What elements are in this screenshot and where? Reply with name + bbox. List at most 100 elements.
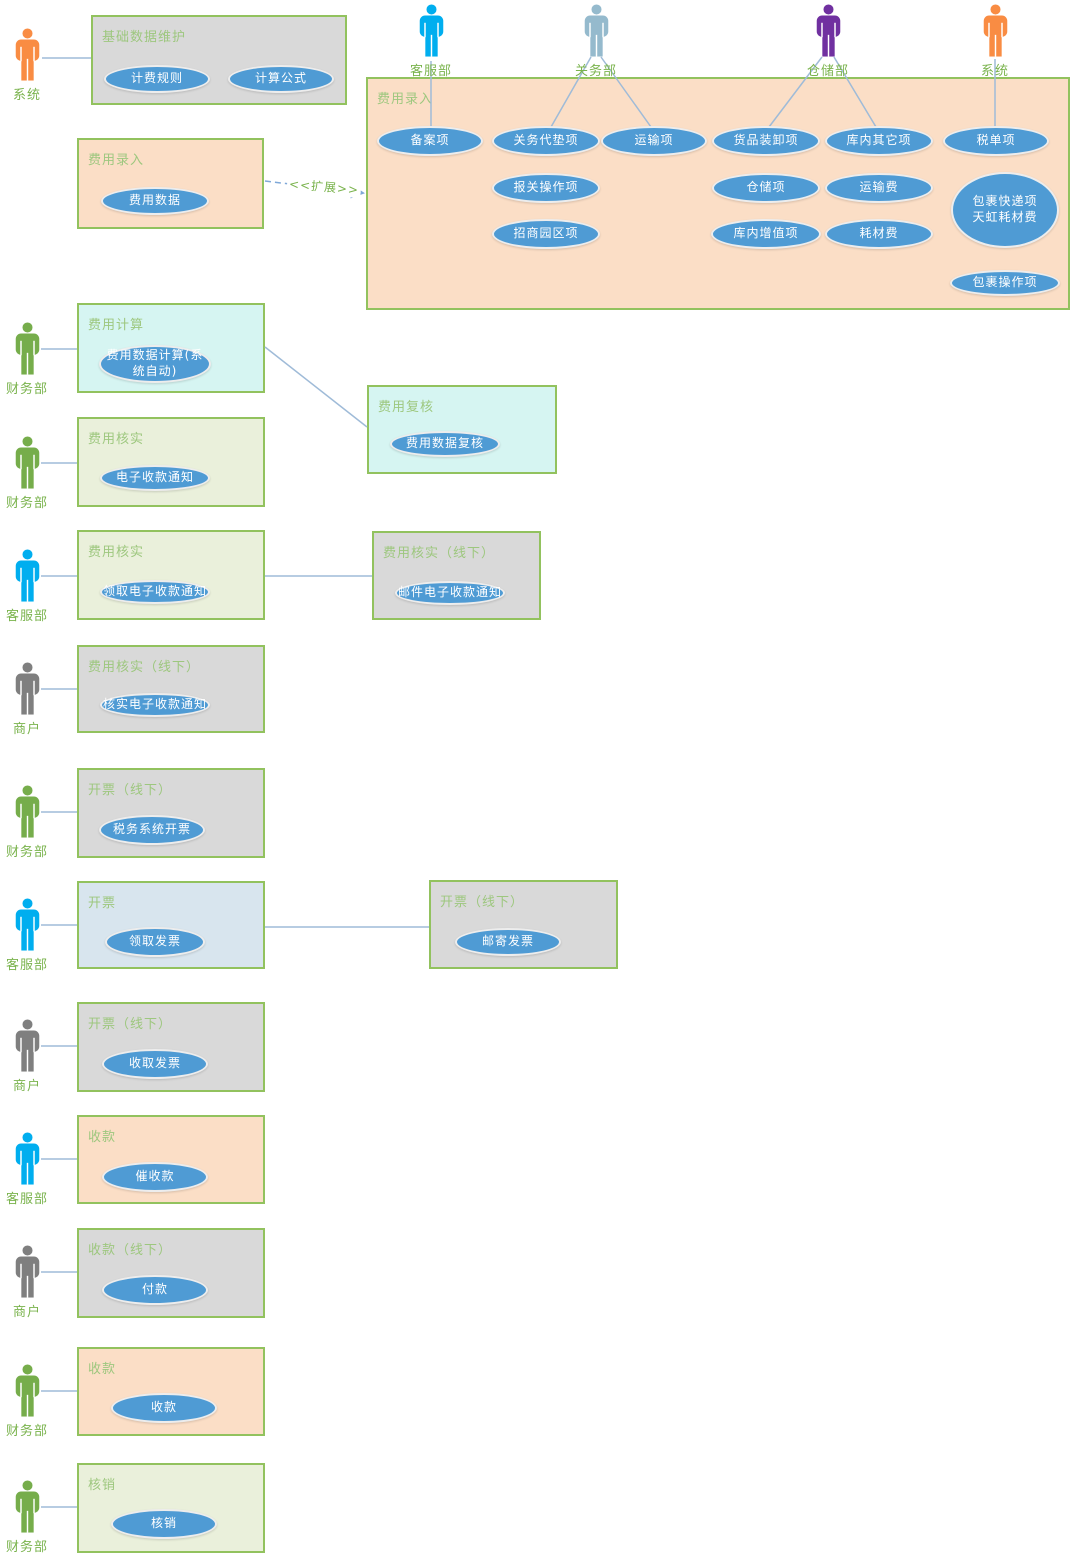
usecase[interactable]: 包裹快递项天虹耗材费 — [951, 172, 1059, 248]
actor[interactable]: 客服部 — [0, 549, 55, 624]
package-collection-2[interactable]: 收款 — [77, 1347, 265, 1436]
package-title: 费用录入 — [377, 92, 434, 107]
actor[interactable]: 关务部 — [568, 4, 624, 79]
actor[interactable]: 商户 — [0, 1019, 55, 1094]
package-collection-offline[interactable]: 收款（线下） — [77, 1228, 265, 1318]
usecase[interactable]: 费用数据 — [101, 187, 209, 215]
usecase[interactable]: 收款 — [111, 1393, 217, 1423]
actor[interactable]: 财务部 — [0, 785, 55, 860]
package-title: 收款 — [88, 1362, 117, 1377]
actor[interactable]: 仓储部 — [800, 4, 856, 79]
person-icon[interactable] — [14, 28, 41, 81]
usecase[interactable]: 税务系统开票 — [99, 815, 205, 845]
actor-label: 系统 — [980, 64, 1009, 79]
actor-label: 商户 — [12, 1305, 41, 1320]
usecase[interactable]: 包裹操作项 — [950, 270, 1060, 296]
actor[interactable]: 财务部 — [0, 1480, 55, 1555]
usecase[interactable]: 催收款 — [102, 1162, 208, 1192]
package-invoice-offline-right[interactable]: 开票（线下） — [429, 880, 618, 969]
usecase[interactable]: 耗材费 — [825, 219, 933, 249]
usecase[interactable]: 备案项 — [377, 126, 483, 156]
usecase[interactable]: 付款 — [102, 1275, 208, 1305]
usecase-label: 备案项 — [410, 133, 450, 148]
usecase-label: 包裹操作项 — [972, 275, 1038, 290]
usecase-label: 收款 — [150, 1400, 177, 1415]
usecase[interactable]: 核销 — [111, 1509, 217, 1539]
usecase-label: 付款 — [141, 1282, 168, 1297]
actor[interactable]: 财务部 — [0, 322, 55, 397]
actor[interactable]: 财务部 — [0, 436, 55, 511]
usecase[interactable]: 领取电子收款通知 — [100, 580, 210, 604]
usecase[interactable]: 收取发票 — [102, 1049, 208, 1079]
person-icon[interactable] — [14, 1480, 41, 1533]
actor-label: 客服部 — [5, 1192, 48, 1207]
actor[interactable]: 客服部 — [0, 1132, 55, 1207]
actor[interactable]: 客服部 — [403, 4, 459, 79]
package-fee-verify-2[interactable]: 费用核实 — [77, 530, 265, 620]
package-title: 费用核实 — [88, 545, 145, 560]
usecase-label: 催收款 — [135, 1169, 175, 1184]
usecase[interactable]: 费用数据复核 — [390, 431, 500, 457]
package-invoice-offline-1[interactable]: 开票（线下） — [77, 768, 265, 858]
usecase[interactable]: 招商园区项 — [492, 219, 600, 249]
actor-label: 仓储部 — [806, 64, 849, 79]
usecase[interactable]: 费用数据计算(系统自动) — [99, 345, 211, 383]
usecase[interactable]: 邮件电子收款通知 — [395, 581, 505, 605]
usecase[interactable]: 运输项 — [601, 126, 707, 156]
person-icon[interactable] — [14, 322, 41, 375]
package-title: 费用复核 — [378, 400, 435, 415]
usecase[interactable]: 领取发票 — [105, 927, 205, 957]
usecase[interactable]: 计算公式 — [228, 65, 334, 93]
package-fee-verify-1[interactable]: 费用核实 — [77, 417, 265, 507]
person-icon[interactable] — [14, 662, 41, 715]
package-fee-verify-offline-right[interactable]: 费用核实（线下） — [372, 531, 541, 620]
usecase-label: 税务系统开票 — [112, 822, 191, 837]
actor[interactable]: 财务部 — [0, 1364, 55, 1439]
person-icon[interactable] — [14, 898, 41, 951]
package-title: 费用录入 — [88, 153, 145, 168]
association-connector — [264, 346, 368, 428]
usecase[interactable]: 库内增值项 — [711, 219, 821, 249]
person-icon[interactable] — [14, 785, 41, 838]
usecase[interactable]: 仓储项 — [712, 173, 820, 203]
actor-label: 客服部 — [5, 609, 48, 624]
usecase[interactable]: 运输费 — [825, 173, 933, 203]
usecase-label: 报关操作项 — [513, 180, 579, 195]
package-write-off[interactable]: 核销 — [77, 1463, 265, 1553]
actor[interactable]: 商户 — [0, 1245, 55, 1320]
actor-label: 客服部 — [5, 958, 48, 973]
person-icon[interactable] — [14, 1364, 41, 1417]
package-fee-review[interactable]: 费用复核 — [367, 385, 557, 474]
person-icon[interactable] — [815, 4, 842, 57]
person-icon[interactable] — [418, 4, 445, 57]
person-icon[interactable] — [14, 1132, 41, 1185]
usecase-label: 核实电子收款通知 — [102, 697, 207, 712]
usecase[interactable]: 核实电子收款通知 — [100, 693, 210, 717]
package-invoice-offline-2[interactable]: 开票（线下） — [77, 1002, 265, 1092]
package-basic-data-maintenance[interactable]: 基础数据维护 — [91, 15, 347, 105]
usecase-label: 领取电子收款通知 — [102, 584, 207, 599]
usecase[interactable]: 关务代垫项 — [492, 126, 600, 156]
person-icon[interactable] — [14, 436, 41, 489]
person-icon[interactable] — [14, 1019, 41, 1072]
package-fee-entry-small[interactable]: 费用录入 — [77, 138, 264, 229]
usecase[interactable]: 报关操作项 — [492, 173, 600, 203]
package-fee-verify-offline-left[interactable]: 费用核实（线下） — [77, 645, 265, 733]
usecase[interactable]: 税单项 — [943, 126, 1049, 156]
person-icon[interactable] — [982, 4, 1009, 57]
usecase-label: 税单项 — [976, 133, 1016, 148]
usecase[interactable]: 邮寄发票 — [455, 928, 561, 956]
person-icon[interactable] — [14, 1245, 41, 1298]
actor[interactable]: 系统 — [0, 28, 55, 103]
actor[interactable]: 客服部 — [0, 898, 55, 973]
usecase[interactable]: 库内其它项 — [825, 126, 933, 156]
usecase[interactable]: 货品装卸项 — [712, 126, 820, 156]
person-icon[interactable] — [14, 549, 41, 602]
actor[interactable]: 系统 — [967, 4, 1023, 79]
package-title: 开票（线下） — [88, 783, 173, 798]
usecase[interactable]: 计费规则 — [104, 65, 210, 93]
package-title: 费用核实（线下） — [383, 546, 496, 561]
actor[interactable]: 商户 — [0, 662, 55, 737]
person-icon[interactable] — [583, 4, 610, 57]
usecase[interactable]: 电子收款通知 — [100, 465, 210, 491]
